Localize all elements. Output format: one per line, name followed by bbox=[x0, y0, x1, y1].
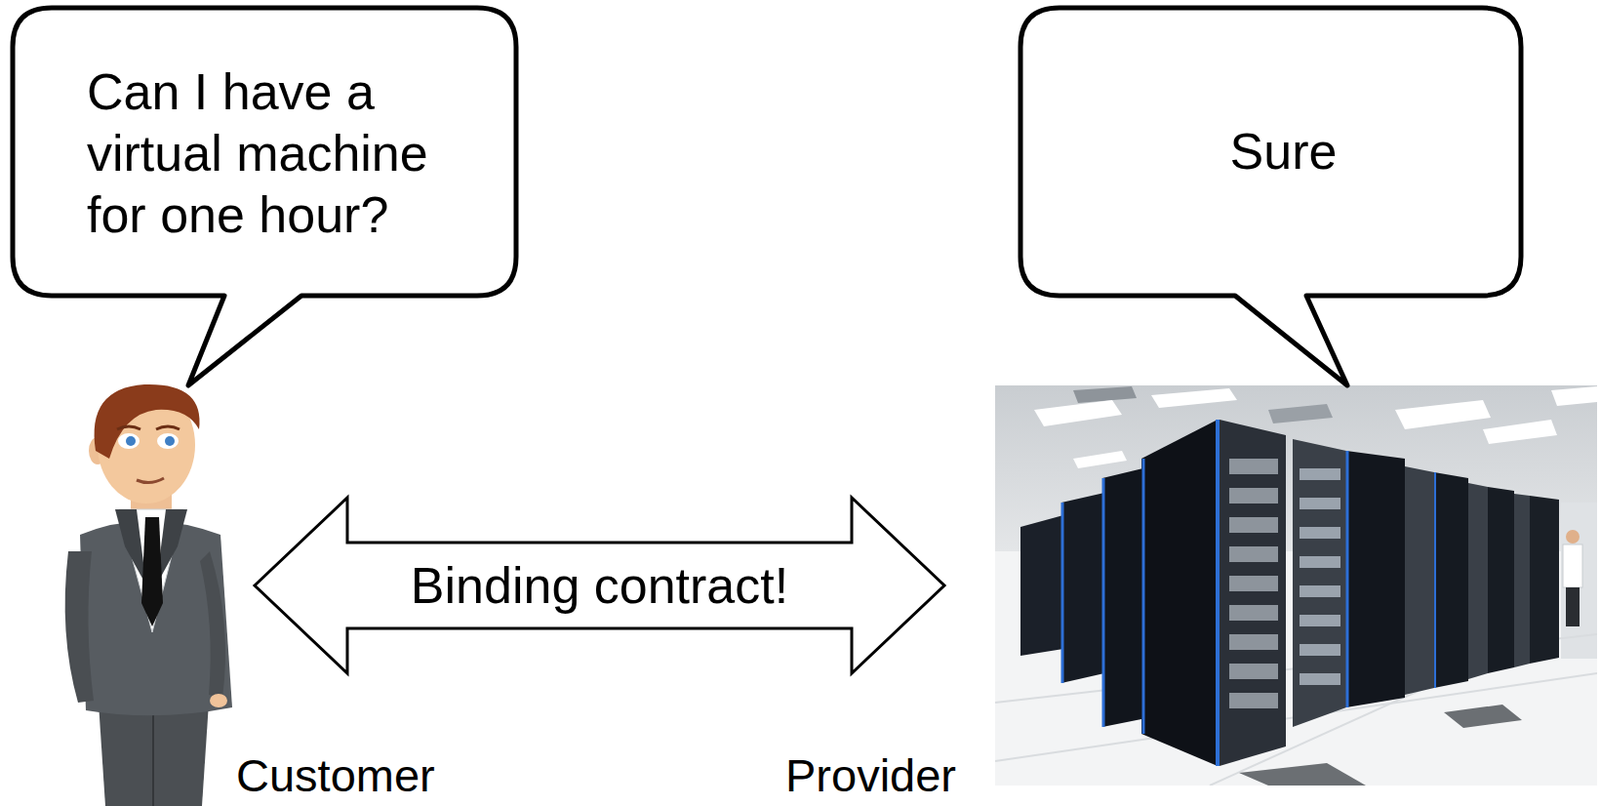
ceiling-panel bbox=[1268, 403, 1333, 424]
tie bbox=[141, 517, 163, 627]
rack bbox=[1020, 515, 1064, 656]
server-unit bbox=[1299, 585, 1341, 598]
floor-tile bbox=[1239, 762, 1366, 786]
server-unit bbox=[1299, 643, 1341, 656]
rack-edge bbox=[1061, 502, 1065, 683]
figure-label: Provider bbox=[785, 748, 957, 803]
rack-front bbox=[1468, 482, 1488, 680]
server-unit bbox=[1299, 673, 1341, 685]
rack-edge bbox=[1142, 458, 1146, 734]
server-unit bbox=[1299, 614, 1341, 627]
server-unit bbox=[1299, 526, 1341, 539]
hair bbox=[94, 384, 200, 459]
ceiling-light bbox=[1551, 386, 1598, 406]
ceiling-light bbox=[1073, 450, 1127, 469]
iris bbox=[125, 436, 136, 446]
rack bbox=[1141, 419, 1218, 766]
server-unit bbox=[1299, 468, 1341, 480]
person-head bbox=[1565, 529, 1580, 544]
ceiling-light bbox=[1151, 388, 1238, 408]
bubble-shape bbox=[1020, 7, 1521, 386]
server-unit bbox=[1229, 517, 1279, 533]
bubble-shape bbox=[12, 7, 517, 386]
person-body bbox=[1562, 544, 1583, 588]
speech-bubble: Can I have a virtual machine for one hou… bbox=[12, 7, 517, 296]
server-unit bbox=[1229, 692, 1279, 709]
server-units bbox=[1229, 458, 1279, 709]
iris bbox=[164, 436, 175, 446]
rack-edge bbox=[1102, 478, 1106, 727]
floor-tile bbox=[1443, 704, 1522, 728]
figure-label: Customer bbox=[236, 748, 436, 803]
rack-edge bbox=[1346, 450, 1350, 708]
arm bbox=[200, 551, 226, 698]
trouser-seam bbox=[152, 707, 155, 806]
arm bbox=[65, 551, 94, 703]
provider-figure: Provider bbox=[951, 385, 1598, 788]
eye bbox=[118, 433, 140, 449]
server-unit bbox=[1229, 575, 1279, 592]
double-arrow bbox=[254, 497, 945, 674]
eyebrow bbox=[117, 426, 141, 430]
server-unit bbox=[1229, 634, 1279, 650]
server-unit bbox=[1229, 546, 1279, 562]
rack bbox=[1061, 492, 1105, 683]
edge-label: Binding contract! bbox=[406, 556, 793, 615]
mouth bbox=[136, 478, 164, 483]
datacenter-photo bbox=[995, 385, 1598, 786]
customer-figure-art bbox=[65, 384, 233, 806]
bubble-text: Can I have a virtual machine for one hou… bbox=[86, 61, 478, 246]
ceiling-panel bbox=[1073, 386, 1137, 403]
rack-front bbox=[1292, 439, 1347, 727]
lapel bbox=[115, 509, 147, 586]
speech-bubble: Sure bbox=[1020, 7, 1521, 296]
server-unit bbox=[1229, 487, 1279, 504]
eyebrow bbox=[156, 426, 180, 430]
rack bbox=[1487, 486, 1515, 674]
server-unit bbox=[1229, 663, 1279, 680]
server-unit bbox=[1229, 604, 1279, 621]
rack-front bbox=[1514, 493, 1530, 668]
server-unit bbox=[1299, 556, 1341, 568]
customer-figure: Customer bbox=[61, 387, 242, 806]
rack-front bbox=[1404, 466, 1435, 695]
server-units bbox=[1299, 468, 1341, 685]
person-legs bbox=[1565, 587, 1580, 627]
ceiling-light bbox=[1034, 400, 1122, 427]
rack bbox=[1529, 495, 1560, 664]
hand bbox=[209, 693, 228, 708]
server-unit bbox=[1299, 497, 1341, 510]
rack bbox=[1346, 450, 1405, 708]
rack bbox=[1434, 472, 1469, 688]
rack-front bbox=[1219, 419, 1286, 766]
eye bbox=[157, 433, 179, 449]
rack-edge bbox=[1434, 472, 1437, 688]
rack-edge bbox=[1215, 419, 1220, 766]
server-unit bbox=[1229, 458, 1279, 475]
bubble-text: Sure bbox=[1230, 120, 1338, 183]
ceiling-light bbox=[1395, 400, 1491, 430]
ceiling-light bbox=[1482, 419, 1558, 444]
